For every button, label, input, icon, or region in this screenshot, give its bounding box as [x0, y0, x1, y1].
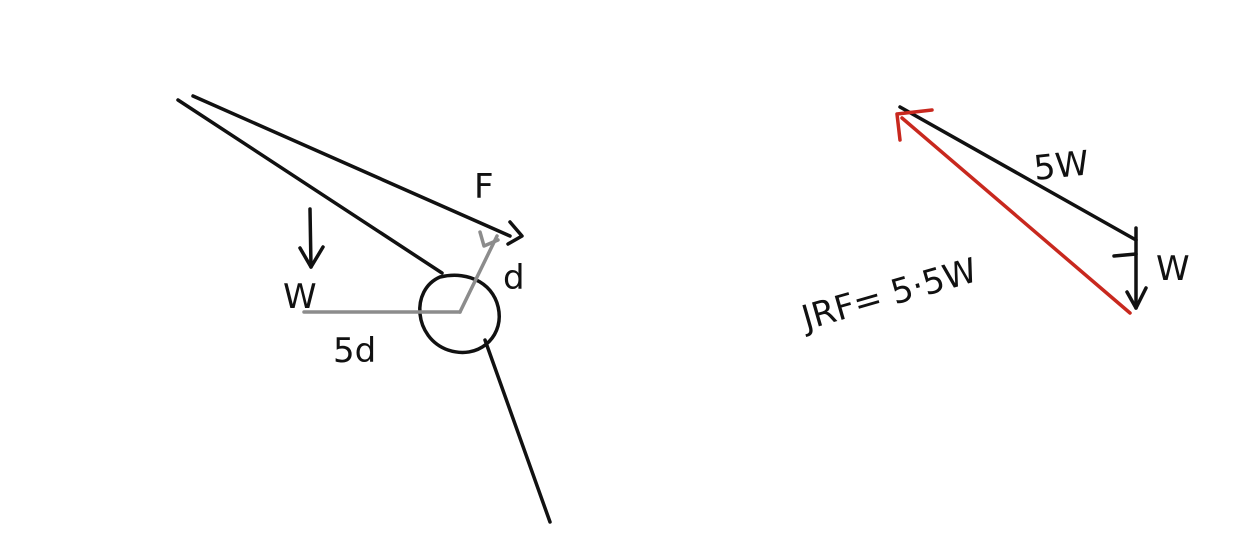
joint-reaction-force-label: JRF= 5·5W	[796, 251, 982, 340]
muscle-force-label: 5W	[1032, 143, 1091, 189]
short-moment-arm	[458, 234, 499, 314]
weight-label: W	[283, 277, 317, 317]
short-arm-label: d	[503, 258, 525, 298]
weight-arrowhead-icon	[298, 245, 325, 269]
force-triangle: 5W W JRF= 5·5W	[796, 105, 1190, 340]
force-label: F	[474, 167, 494, 207]
weight-vector-label: W	[1156, 249, 1190, 289]
upper-limb-upper-edge	[191, 94, 512, 238]
muscle-force-vector	[898, 105, 1138, 242]
long-arm-label: 5d	[333, 331, 376, 371]
joint-reaction-force-vector	[900, 116, 1132, 315]
joint-diagram: F W d 5d	[176, 94, 552, 524]
weight-vector-tick	[1112, 252, 1138, 258]
force-arrowhead	[506, 220, 524, 246]
joint-reaction-arrowhead-icon	[895, 108, 934, 142]
right-angle-marker	[478, 230, 500, 248]
lower-limb	[483, 338, 552, 524]
joint-circle	[418, 273, 501, 355]
weight-vector-arrowhead-icon	[1125, 286, 1148, 310]
upper-limb-lower-edge	[176, 98, 444, 275]
weight-arrow-shaft	[308, 207, 313, 269]
